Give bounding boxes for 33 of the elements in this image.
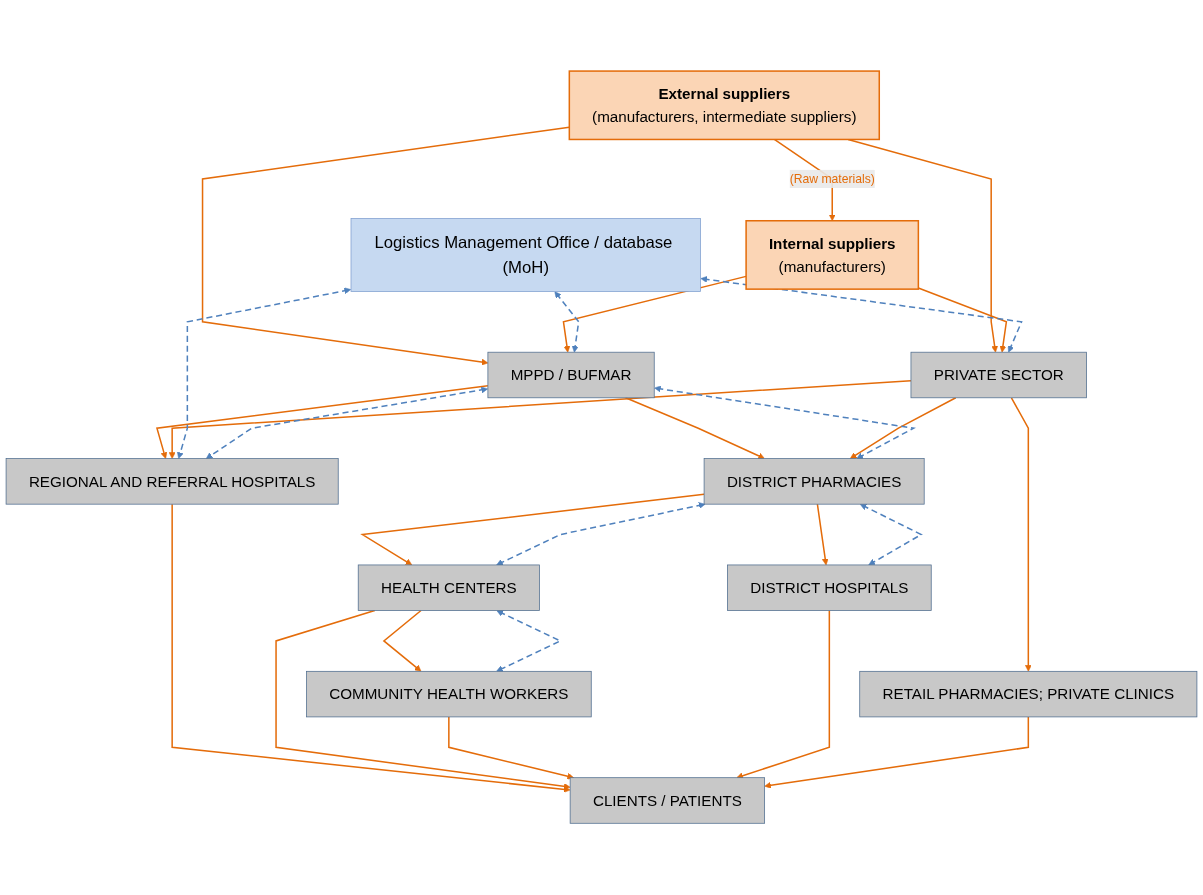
node-box: Logistics Management Office / database (MoH) [350, 218, 701, 293]
node-box: CLIENTS / PATIENTS [569, 777, 765, 824]
arrow [816, 503, 829, 566]
arrow [562, 275, 747, 353]
arrow [171, 503, 571, 794]
arrow [496, 502, 706, 566]
node-box: REGIONAL AND REFERRAL HOSPITALS [5, 458, 339, 505]
arrow [860, 504, 923, 566]
arrow [764, 716, 1030, 789]
arrow [156, 385, 489, 460]
node-box: COMMUNITY HEALTH WORKERS [306, 671, 592, 718]
arrow [382, 610, 422, 672]
node-box: Internal suppliers (manufacturers) [745, 220, 920, 291]
arrow [654, 385, 916, 460]
node-box: DISTRICT PHARMACIES [703, 458, 925, 505]
edge-label: (Raw materials) [789, 172, 875, 186]
node-box: DISTRICT HOSPITALS [727, 564, 932, 612]
arrow [700, 276, 1023, 353]
node-box: External suppliers (manufacturers, intermediate suppliers) [568, 70, 881, 141]
arrow [168, 380, 912, 460]
arrow [177, 287, 351, 460]
arrow [554, 291, 580, 353]
arrow [917, 287, 1008, 353]
node-box: PRIVATE SECTOR [910, 352, 1087, 399]
arrow [275, 610, 571, 791]
arrow [1010, 397, 1032, 672]
arrow [360, 493, 705, 566]
node-box: RETAIL PHARMACIES; PRIVATE CLINICS [859, 671, 1198, 718]
arrow [448, 716, 575, 780]
arrow [205, 386, 488, 460]
node-box: HEALTH CENTERS [357, 564, 540, 612]
arrow [736, 610, 831, 780]
node-box: MPPD / BUFMAR [487, 352, 655, 399]
